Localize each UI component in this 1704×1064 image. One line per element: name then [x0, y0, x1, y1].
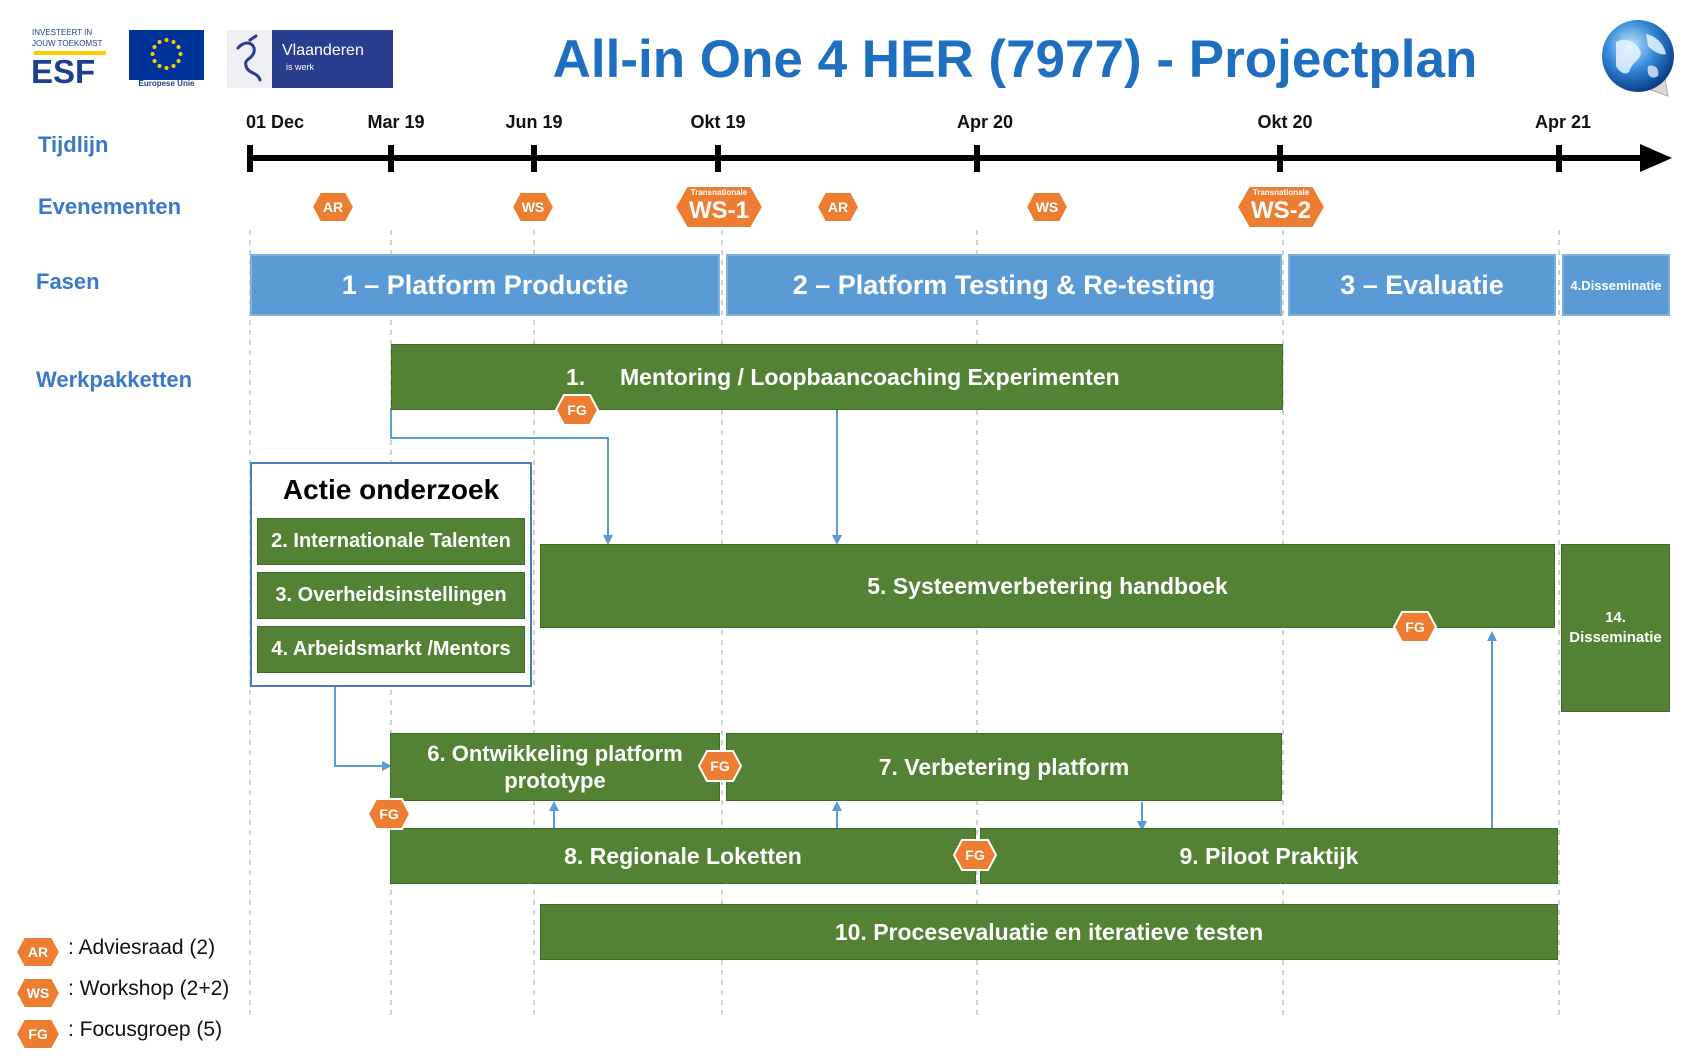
event-badge-label: WS	[1035, 199, 1059, 215]
workpackage-10: 10. Procesevaluatie en iteratieve testen	[540, 904, 1558, 960]
event-badge-label: AR	[322, 199, 344, 215]
connectors	[334, 408, 1497, 831]
legend-text: : Adviesraad (2)	[68, 936, 216, 959]
eu-caption: Europese Unie	[138, 79, 195, 88]
timeline-label: 01 Dec	[245, 112, 305, 132]
phase-3: 3 – Evaluatie	[1288, 254, 1556, 316]
legend-code: FG	[28, 1026, 48, 1042]
workpackage-9: 9. Piloot Praktijk	[980, 828, 1558, 884]
event-badge-ar	[815, 191, 861, 223]
event-badge-label: WS	[521, 199, 545, 215]
focusgroup-badge	[952, 839, 998, 871]
event-badge-ar	[310, 191, 356, 223]
globe-icon	[1602, 20, 1674, 97]
focusgroup-badge	[554, 394, 600, 426]
timeline-label: Mar 19	[367, 112, 425, 132]
timeline-label: Okt 19	[690, 112, 746, 132]
workpackage-4: 4. Arbeidsmarkt /Mentors	[257, 626, 525, 673]
row-label-evenementen: Evenementen	[38, 194, 182, 219]
esf-logo	[34, 51, 106, 55]
connector-wp1-to-wp5	[390, 408, 613, 545]
focusgroup-badge-label: FG	[567, 402, 587, 418]
workpackage-8: 8. Regionale Loketten	[390, 828, 976, 884]
row-label-werkpakketten: Werkpakketten	[36, 367, 193, 392]
focusgroup-badge-label: FG	[710, 758, 730, 774]
focusgroup-badge	[1392, 611, 1438, 643]
vlaanderen-logo	[227, 30, 393, 88]
phase-2: 2 – Platform Testing & Re-testing	[726, 254, 1282, 316]
legend-code: AR	[27, 944, 49, 960]
timeline-label: Jun 19	[505, 112, 563, 132]
esf-tagline-1: INVESTEERT IN	[32, 28, 93, 37]
event-badge-ws	[1024, 191, 1070, 223]
workpackage-1-number: 1.	[566, 363, 586, 390]
legend-code: WS	[26, 985, 50, 1001]
vlaanderen-tagline: is werk	[286, 62, 315, 72]
esf-tagline-2: JOUW TOEKOMST	[32, 39, 103, 48]
focusgroup-badge	[697, 750, 743, 782]
row-label-tijdlijn: Tijdlijn	[38, 132, 109, 157]
event-badge-label: AR	[827, 199, 849, 215]
workpackage-1-label: Mentoring / Loopbaancoaching Experimente…	[620, 363, 1120, 390]
workpackage-7: 7. Verbetering platform	[726, 733, 1282, 801]
event-badge-small-label: Transnationale	[690, 187, 748, 197]
workpackage-2: 2. Internationale Talenten	[257, 518, 525, 565]
workpackage-6: 6. Ontwikkeling platform prototype	[390, 733, 720, 801]
lion-icon	[236, 34, 262, 82]
workpackage-5: 5. Systeemverbetering handboek	[540, 544, 1555, 628]
workpackage-1	[391, 344, 1283, 410]
timeline-axis	[247, 144, 1672, 172]
focusgroup-badge	[366, 798, 412, 830]
esf-mark: ESF	[31, 53, 96, 90]
focusgroup-badge-label: FG	[1405, 619, 1425, 635]
page-title: All-in One 4 HER (7977) - Projectplan	[552, 29, 1478, 89]
legend-text: : Focusgroep (5)	[68, 1018, 223, 1041]
phase-1: 1 – Platform Productie	[250, 254, 720, 316]
timeline-label: Apr 20	[956, 112, 1014, 132]
legend-badge-ar	[14, 936, 62, 968]
row-label-fasen: Fasen	[36, 269, 100, 294]
connector-actie-to-wp6	[334, 687, 392, 771]
timeline-label: Okt 20	[1257, 112, 1313, 132]
focusgroup-badge-label: FG	[965, 847, 985, 863]
event-badge-transnational-ws2	[1235, 185, 1327, 229]
phase-4: 4.Disseminatie	[1562, 254, 1670, 316]
event-badge-transnational-ws1	[673, 185, 765, 229]
vlaanderen-name: Vlaanderen	[282, 42, 364, 59]
legend-text: : Workshop (2+2)	[68, 977, 230, 1000]
legend-badge-fg	[14, 1018, 62, 1050]
workpackage-14: 14. Disseminatie	[1561, 544, 1670, 712]
event-badge-label: WS-1	[689, 196, 749, 224]
actie-onderzoek-title: Actie onderzoek	[282, 474, 500, 505]
focusgroup-badge-label: FG	[379, 806, 399, 822]
event-badge-ws	[510, 191, 556, 223]
event-badge-label: WS-2	[1251, 196, 1311, 224]
legend-badge-ws	[14, 977, 62, 1009]
event-badge-small-label: Transnationale	[1252, 187, 1310, 197]
workpackage-3: 3. Overheidsinstellingen	[257, 572, 525, 619]
eu-flag-icon	[129, 30, 204, 80]
timeline-label: Apr 21	[1534, 112, 1592, 132]
